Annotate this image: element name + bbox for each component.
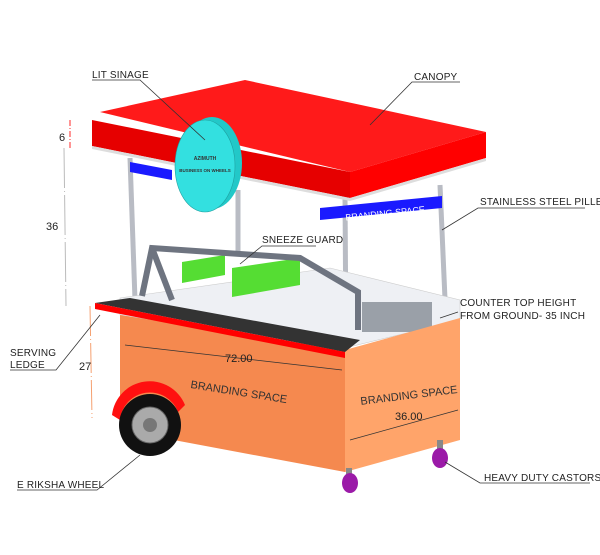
length-dim: 72.00 xyxy=(225,353,253,365)
green-tray xyxy=(232,258,300,297)
width-dim: 36.00 xyxy=(395,411,423,423)
e-riksha-wheel xyxy=(112,381,185,456)
canopy-height-dim: 6 xyxy=(59,132,65,144)
canopy-label: CANOPY xyxy=(414,72,458,83)
counter-height-label-1: COUNTER TOP HEIGHT xyxy=(460,298,576,309)
branding-board-left xyxy=(130,162,172,180)
width-dim-line xyxy=(349,409,459,441)
counter-height-label-2: FROM GROUND- 35 INCH xyxy=(460,311,585,322)
canopy xyxy=(92,80,486,201)
serving-ledge-label-1: SERVING xyxy=(10,348,56,359)
castors-label: HEAVY DUTY CASTORS xyxy=(484,473,600,484)
counter-height-dim: 27 xyxy=(79,361,91,373)
sneeze-guard-label: SNEEZE GUARD xyxy=(262,235,343,246)
serving-ledge-label-2: LEDGE xyxy=(10,360,45,371)
serving-ledge xyxy=(95,298,360,352)
steel-pillar-label: STAINLESS STEEL PILLER xyxy=(480,197,600,208)
lit-signage-label: LIT SINAGE xyxy=(92,70,149,81)
counter-dim-line xyxy=(89,305,93,419)
branding-board-right xyxy=(320,196,442,220)
lit-signage: AZIMUTH BUSINESS ON WHEELS xyxy=(174,117,242,213)
heavy-duty-castors xyxy=(342,440,448,493)
length-dim-line xyxy=(124,344,343,371)
sign-line2: BUSINESS ON WHEELS xyxy=(179,168,231,173)
serving-ledge-edge xyxy=(95,303,345,358)
steel-containers xyxy=(362,302,432,332)
pillar-dim-line xyxy=(63,147,67,307)
green-tray xyxy=(182,255,225,283)
sign-line1: AZIMUTH xyxy=(194,156,217,162)
pillar-height-dim: 36 xyxy=(46,221,58,233)
sneeze-guard xyxy=(139,244,361,330)
wheel-label: E RIKSHA WHEEL xyxy=(17,480,105,491)
